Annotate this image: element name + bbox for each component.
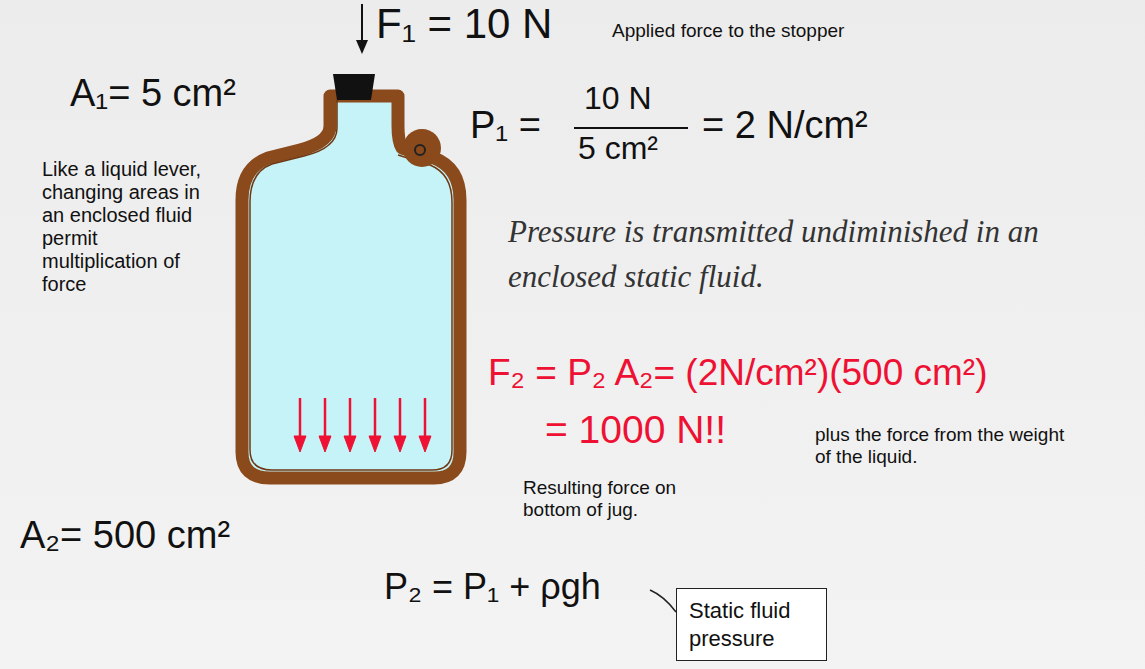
principle-statement: Pressure is transmitted undiminished in … xyxy=(508,210,1128,300)
fraction-numerator: 10 N xyxy=(584,80,652,117)
pressure-arrow xyxy=(324,398,327,440)
pressure-label: P₁ = xyxy=(470,104,541,148)
jug-outline xyxy=(242,96,460,478)
force-result: = 1000 N!! xyxy=(545,408,726,453)
callout-box: Static fluid pressure xyxy=(676,588,827,661)
area-label: A₁= 5 cm² xyxy=(70,72,236,116)
side-note: Like a liquid lever, changing areas in a… xyxy=(42,158,210,296)
force-label: F₁ = 10 N xyxy=(376,0,552,48)
note: Resulting force on bottom of jug. xyxy=(523,477,738,521)
force-equation: F₂ = P₂ A₂= (2N/cm²)(500 cm²) xyxy=(488,352,988,395)
note: Applied force to the stopper xyxy=(612,20,844,42)
pressure-arrowhead xyxy=(419,436,431,452)
pressure-arrowhead xyxy=(369,436,381,452)
pressure-equation: P₂ = P₁ + ρgh xyxy=(384,566,601,607)
note: plus the force from the weight of the li… xyxy=(815,424,1065,468)
callout-tail xyxy=(650,590,676,612)
pressure-arrow xyxy=(399,398,402,440)
pressure-arrowhead xyxy=(344,436,356,452)
jug-handle xyxy=(403,129,441,167)
stopper xyxy=(333,74,375,100)
pressure-arrowhead xyxy=(394,436,406,452)
area-label: A₂= 500 cm² xyxy=(20,514,230,558)
fraction-denominator: 5 cm² xyxy=(578,130,658,167)
jug-inner-edge xyxy=(250,100,452,470)
pressure-arrowhead xyxy=(294,436,306,452)
fraction-bar xyxy=(574,127,688,129)
pressure-arrows xyxy=(294,398,431,452)
pressure-value: = 2 N/cm² xyxy=(702,104,868,148)
pressure-arrow xyxy=(424,398,427,440)
pressure-arrow xyxy=(349,398,352,440)
pressure-arrow xyxy=(299,398,302,440)
pressure-arrow xyxy=(374,398,377,440)
handle-hole xyxy=(415,145,425,155)
callout-text: Static fluid pressure xyxy=(689,597,814,652)
force-arrowhead xyxy=(356,40,368,54)
pressure-arrowhead xyxy=(319,436,331,452)
